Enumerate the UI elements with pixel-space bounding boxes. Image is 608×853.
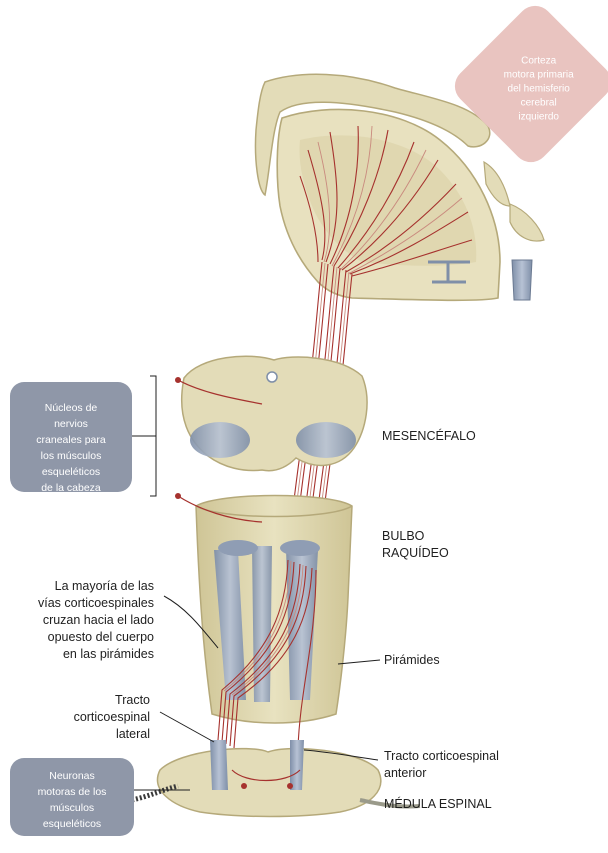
motor-neuron-fiber [231, 769, 301, 781]
motor-neuron-dot [241, 783, 247, 789]
callout-line: nervios [54, 418, 88, 430]
label-line: en las pirámides [62, 647, 154, 661]
label-line: RAQUÍDEO [382, 546, 449, 560]
callout-line: músculos [49, 802, 95, 814]
leader-decussation [163, 595, 219, 649]
callout-motor-neurons: Neuronas motoras de los músculos esquelé… [10, 758, 134, 836]
label-decussation: La mayoría de las vías corticoespinales … [20, 578, 154, 663]
callout-line: Corteza [521, 55, 557, 67]
left-cerebral-peduncle [190, 422, 250, 458]
callout-line: motoras de los [37, 786, 107, 798]
label-spinal-cord: MÉDULA ESPINAL [384, 797, 492, 811]
leader-lines [132, 375, 381, 791]
callout-line: izquierdo [518, 111, 559, 123]
callout-line: esqueléticos [41, 466, 101, 478]
label-line: cruzan hacia el lado [42, 613, 154, 627]
cerebral-aqueduct [266, 371, 278, 383]
motor-neuron-dot [287, 783, 293, 789]
callout-line: craneales para [36, 434, 106, 446]
right-pyramid-column [286, 546, 318, 700]
decussation-fibers [217, 559, 317, 749]
callout-line: Núcleos de [44, 402, 98, 414]
anterior-tract-column [290, 740, 304, 790]
callout-cranial-nerve-nuclei: Núcleos de nervios craneales para los mú… [10, 382, 132, 494]
cranial-nerve-fiber [177, 379, 263, 405]
nucleus-dot [175, 493, 181, 499]
label-line: Tracto corticoespinal [384, 749, 499, 763]
spinal-cord-section [131, 740, 421, 818]
mesencephalon-section [175, 355, 368, 472]
label-line: La mayoría de las [54, 579, 154, 593]
lateral-ventricle [428, 260, 470, 284]
cortical-fibers-light [317, 125, 463, 275]
cranial-nerve-fiber [177, 495, 263, 523]
lateral-tract-column [210, 740, 228, 790]
label-medulla: BULBO RAQUÍDEO [382, 528, 449, 562]
callout-line: cerebral [520, 97, 557, 109]
leader-pyramids [337, 659, 381, 665]
cerebral-cortex-section [254, 73, 545, 302]
cortex-fragment [509, 203, 545, 242]
label-anterior-tract: Tracto corticoespinal anterior [384, 748, 499, 782]
label-line: anterior [384, 766, 427, 780]
spinal-nerve [131, 783, 179, 803]
callout-line: Neuronas [49, 770, 95, 782]
label-lateral-tract: Tracto corticoespinal lateral [30, 692, 150, 743]
label-pyramids: Pirámides [384, 653, 440, 667]
label-line: opuesto del cuerpo [47, 630, 154, 644]
cortical-fibers [299, 125, 473, 277]
left-pyramid-column [214, 550, 246, 700]
label-mesencephalon: MESENCÉFALO [382, 429, 476, 443]
white-matter [299, 135, 477, 266]
pyramid-top-left [218, 540, 258, 556]
medulla-section [175, 493, 353, 749]
pyramid-top-right [280, 540, 320, 556]
spinal-nerve [359, 798, 421, 809]
right-cerebral-peduncle [296, 422, 356, 458]
label-line: vías corticoespinales [37, 596, 154, 610]
spinal-cord-body [157, 747, 382, 818]
callout-line: motora primaria [503, 69, 574, 81]
label-line: corticoespinal [73, 710, 150, 724]
label-line: lateral [115, 727, 150, 741]
label-line: BULBO [382, 529, 425, 543]
callout-line: esqueléticos [42, 818, 102, 830]
callout-line: los músculos [40, 450, 102, 462]
brainstem-stub [511, 259, 533, 301]
callout-line: del hemisferio [507, 83, 570, 95]
leader-anterior-tract [303, 749, 379, 761]
meninges-outline [254, 73, 491, 197]
label-line: Tracto [115, 693, 150, 707]
callout-line: de la cabeza [41, 482, 101, 494]
cortex-fragment [483, 160, 511, 207]
leader-lateral-tract [159, 711, 215, 743]
nucleus-dot [175, 377, 181, 383]
